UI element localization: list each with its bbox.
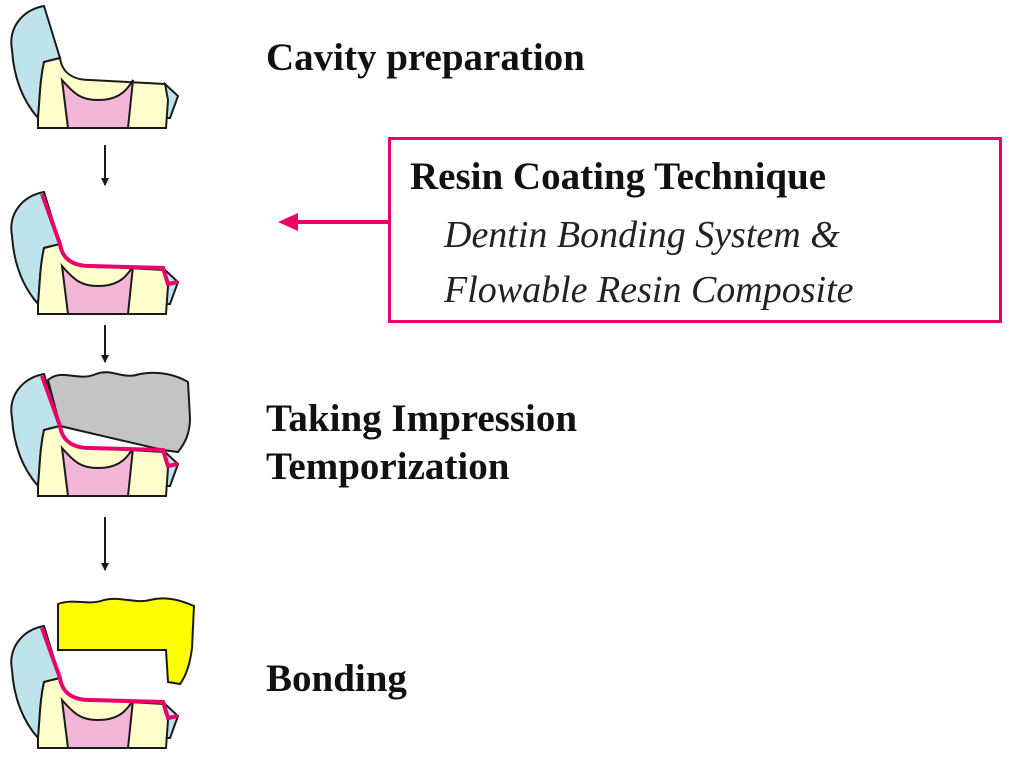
resin-coating-callout: Resin Coating Technique Dentin Bonding S… (388, 137, 1002, 323)
step-label-line: Temporization (266, 444, 510, 488)
tooth-temporization (10, 371, 192, 497)
step-label-impression-temporization: Taking Impression Temporization (266, 395, 577, 490)
callout-line-dentin-bonding: Dentin Bonding System & (444, 214, 840, 256)
indirect-restoration (57, 597, 196, 686)
temporary-restoration (46, 371, 192, 454)
step-label-line: Taking Impression (266, 397, 578, 440)
tooth-cavity-preparation (10, 4, 180, 129)
callout-arrow (278, 213, 388, 231)
resin-coating (40, 627, 179, 721)
callout-line-flowable-resin: Flowable Resin Composite (444, 269, 854, 311)
resin-coating (40, 193, 179, 287)
step-label-cavity-preparation: Cavity preparation (266, 36, 585, 79)
step-label-bonding: Bonding (266, 657, 407, 700)
pulp (60, 76, 134, 129)
callout-title: Resin Coating Technique (410, 155, 827, 198)
tooth-bonding (10, 624, 180, 749)
tooth-resin-coating (10, 190, 180, 315)
resin-coating (40, 375, 179, 469)
